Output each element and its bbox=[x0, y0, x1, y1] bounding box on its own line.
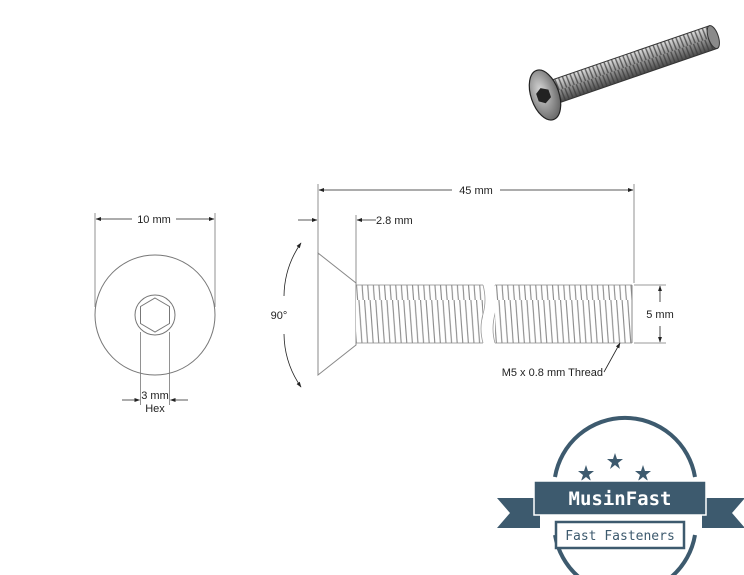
brand-logo: MusinFast Fast Fasteners bbox=[497, 415, 744, 575]
overall-length-dimension: 45 mm bbox=[317, 184, 635, 283]
screw-side-view bbox=[317, 251, 633, 377]
head-diameter-dimension: 10 mm bbox=[94, 213, 216, 307]
head-height-label: 2.8 mm bbox=[376, 215, 413, 227]
head-angle-dimension: 90° bbox=[271, 242, 302, 388]
screw-3d-render bbox=[528, 25, 720, 121]
screw-end-view bbox=[94, 254, 216, 376]
overall-length-label: 45 mm bbox=[459, 185, 493, 197]
head-diameter-label: 10 mm bbox=[137, 214, 171, 226]
hex-size-dimension: 3 mm Hex bbox=[122, 332, 188, 415]
star-icon bbox=[635, 465, 651, 481]
brand-banner bbox=[533, 480, 707, 516]
head-height-dimension: 2.8 mm bbox=[298, 215, 413, 283]
star-icon bbox=[607, 453, 623, 469]
thread-spec-label: M5 x 0.8 mm Thread bbox=[502, 367, 603, 379]
thread-spec-callout: M5 x 0.8 mm Thread bbox=[502, 342, 621, 379]
brand-name: MusinFast bbox=[569, 488, 672, 510]
head-angle-label: 90° bbox=[271, 310, 288, 322]
hex-size-label: 3 mm bbox=[141, 390, 169, 402]
star-icon bbox=[578, 465, 594, 481]
thread-diameter-label: 5 mm bbox=[646, 309, 674, 321]
thread-diameter-dimension: 5 mm bbox=[634, 284, 674, 344]
hex-label: Hex bbox=[145, 403, 165, 415]
brand-tagline: Fast Fasteners bbox=[565, 529, 675, 544]
